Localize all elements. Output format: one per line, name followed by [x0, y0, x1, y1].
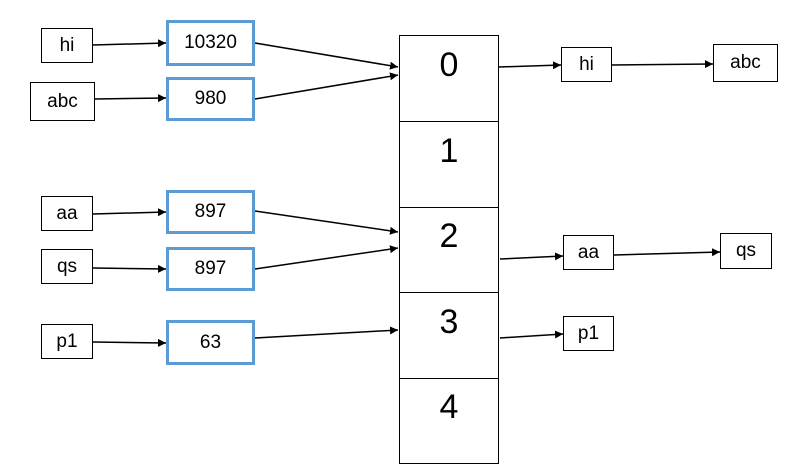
chain-node-aa: aa — [563, 235, 614, 270]
arrow-hash-897b-to-bucket-2 — [254, 245, 399, 270]
bucket-slot-4: 4 — [439, 388, 459, 426]
chain-node-hi: hi — [561, 47, 612, 82]
hash-box-63: 63 — [166, 320, 255, 365]
key-box-aa: aa — [41, 196, 93, 231]
arrow-key-qs-to-hash — [92, 264, 167, 273]
hash-box-897-b: 897 — [166, 247, 255, 291]
arrow-bucket-0-to-node-hi — [498, 61, 562, 70]
hash-box-980: 980 — [166, 77, 255, 121]
bucket-slot-3: 3 — [400, 293, 498, 379]
hash-box-897-a: 897 — [166, 190, 255, 234]
arrow-bucket-2-to-node-aa — [499, 252, 564, 261]
arrow-hash-980-to-bucket-0 — [254, 72, 399, 100]
arrow-key-aa-to-hash — [92, 208, 167, 217]
arrow-hash-63-to-bucket-3 — [254, 326, 399, 339]
arrow-hash-897a-to-bucket-2 — [254, 210, 399, 235]
bucket-slot-0: 0 — [400, 36, 498, 122]
chain-node-abc: abc — [713, 44, 778, 82]
key-box-hi: hi — [41, 28, 93, 63]
bucket-array: 0 1 2 3 4 — [399, 35, 499, 464]
arrow-node-hi-to-node-abc — [611, 60, 714, 69]
arrow-key-hi-to-hash — [92, 39, 167, 48]
arrow-bucket-3-to-node-p1 — [499, 330, 564, 339]
key-box-qs: qs — [41, 249, 93, 284]
key-box-p1: p1 — [41, 324, 93, 359]
arrow-key-abc-to-hash — [94, 94, 167, 103]
arrow-hash-10320-to-bucket-0 — [254, 42, 399, 70]
chain-node-qs: qs — [720, 233, 772, 269]
bucket-slot-2: 2 — [400, 207, 498, 293]
key-box-abc: abc — [30, 82, 95, 121]
chain-node-p1: p1 — [563, 316, 614, 351]
arrow-key-p1-to-hash — [92, 338, 167, 347]
bucket-slot-1: 1 — [400, 122, 498, 208]
arrow-node-aa-to-node-qs — [613, 248, 721, 257]
hash-box-10320: 10320 — [166, 20, 255, 66]
